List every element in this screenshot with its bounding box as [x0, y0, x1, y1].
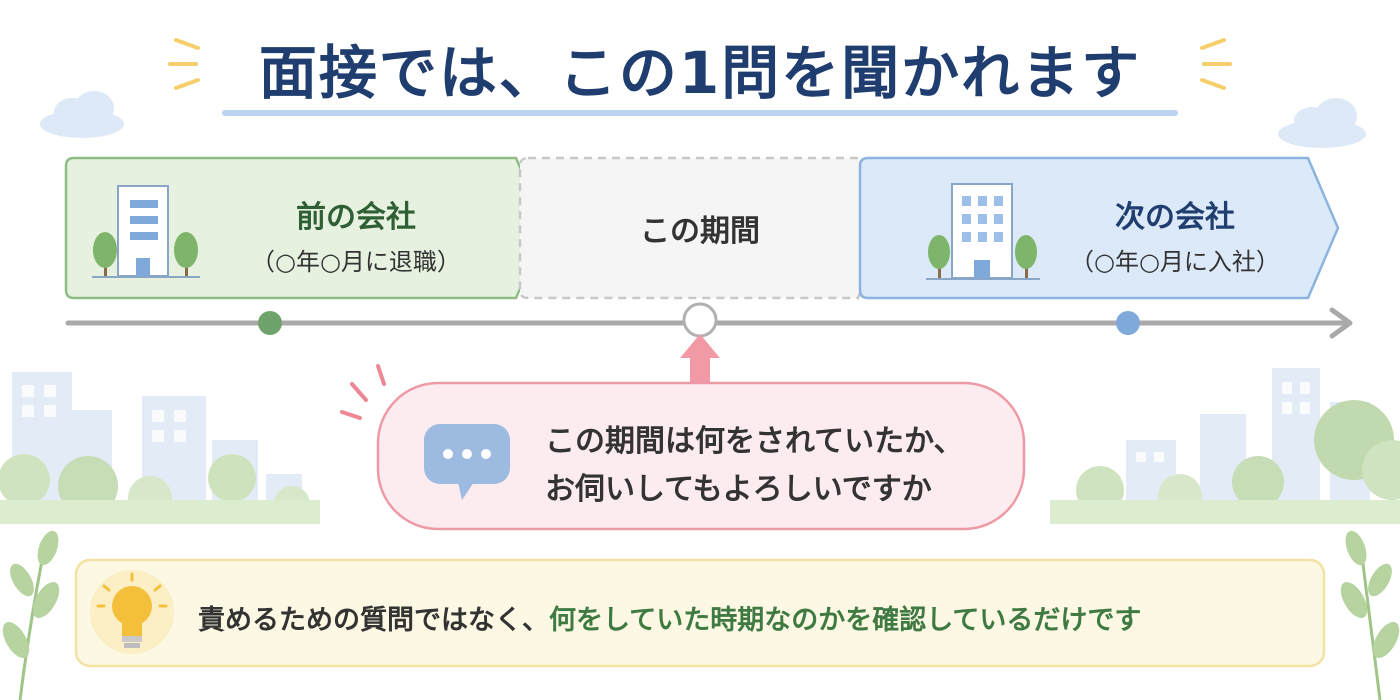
leaf-icon — [1340, 530, 1400, 700]
tip-text-highlight: 何をしていた時期なのかを確認しているだけです — [549, 605, 1142, 636]
step-sub-previous-company: （○年○月に退職） — [251, 248, 461, 276]
chat-bubble-icon — [424, 424, 510, 500]
tip-text-part-1: 責めるための質問ではなく、 — [198, 605, 549, 636]
tree-icon — [0, 454, 320, 524]
pointer-arrow-icon — [680, 334, 720, 384]
question-panel — [376, 381, 1026, 531]
building-icon — [117, 185, 169, 277]
tip-panel — [74, 558, 1326, 668]
step-panel-this-period — [518, 156, 890, 300]
building-icon — [951, 183, 1013, 279]
cloud-icon — [1278, 98, 1366, 148]
tip-text: 責めるための質問ではなく、何をしていた時期なのかを確認しているだけです — [198, 598, 1308, 637]
tree-icon — [92, 232, 200, 278]
question-line-1: この期間は何をされていたか、 — [545, 424, 964, 459]
tree-icon — [1050, 400, 1400, 524]
emphasis-lines-icon — [340, 364, 386, 420]
question-line-2: お伺いしてもよろしいですか — [545, 472, 932, 507]
tree-icon — [926, 235, 1040, 280]
timeline-marker-previous — [258, 311, 282, 335]
step-label-next-company: 次の会社 — [1115, 200, 1235, 235]
question-text: この期間は何をされていたか、 お伺いしてもよろしいですか — [545, 418, 1005, 514]
cloud-icon — [40, 91, 124, 138]
timeline-marker-next — [1116, 311, 1140, 335]
page-title: 面接では、この1問を聞かれます — [258, 39, 1142, 107]
step-label-previous-company: 前の会社 — [296, 200, 416, 235]
sparkle-left-icon — [168, 38, 200, 90]
sparkle-right-icon — [1200, 38, 1232, 90]
step-label-this-period: この期間 — [640, 214, 760, 249]
lightbulb-icon — [90, 570, 174, 654]
leaf-icon — [2, 530, 60, 700]
timeline-marker-this-period — [682, 302, 718, 338]
title-underline — [222, 110, 1178, 116]
step-sub-next-company: （○年○月に入社） — [1070, 248, 1280, 276]
